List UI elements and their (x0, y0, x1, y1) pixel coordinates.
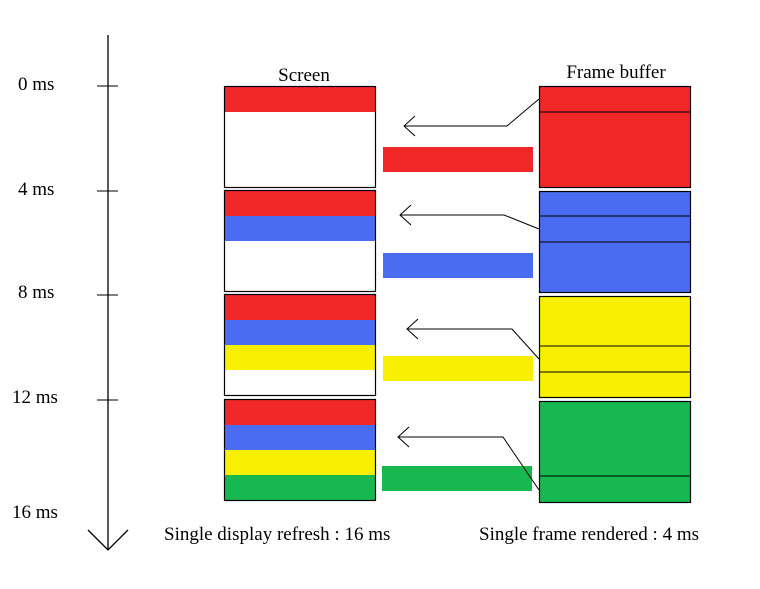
time-axis-arrow-icon (87, 529, 129, 551)
transfer-bar-yellow (383, 356, 533, 381)
arrow-head-icon (397, 426, 410, 448)
copy-arrow-2 (407, 328, 540, 360)
copy-arrow-0 (404, 98, 540, 127)
arrow-head-icon (399, 204, 412, 226)
screen-band-yellow (225, 450, 375, 475)
screen-band-yellow (225, 345, 375, 370)
time-label-12: 12 ms (12, 387, 58, 408)
screen-band-green (225, 475, 375, 500)
transfer-bar-blue (383, 253, 533, 278)
copy-arrow-3 (398, 436, 540, 491)
screen-band-red (225, 295, 375, 320)
screen-band-red (225, 87, 375, 112)
time-label-0: 0 ms (18, 74, 54, 95)
frame-rendered-caption: Single frame rendered : 4 ms (479, 524, 699, 545)
frame-buffer-red (538, 85, 692, 189)
time-axis: 0 ms 4 ms 8 ms 12 ms 16 ms (12, 35, 129, 551)
screen-band-blue (225, 425, 375, 450)
copy-arrow-1 (400, 214, 540, 230)
frame-buffer-green (538, 400, 692, 504)
frame-buffer-yellow (538, 295, 692, 399)
arrow-head-icon (406, 318, 419, 340)
screen-band-blue (225, 320, 375, 345)
screen-border-0 (223, 85, 377, 189)
time-label-16: 16 ms (12, 502, 58, 523)
frame-buffer-title: Frame buffer (566, 62, 666, 83)
time-label-4: 4 ms (18, 179, 54, 200)
steps (223, 85, 692, 504)
arrow-head-icon (403, 115, 416, 137)
display-refresh-caption: Single display refresh : 16 ms (164, 524, 390, 545)
transfer-bar-red (383, 147, 533, 172)
time-label-8: 8 ms (18, 282, 54, 303)
screen-band-red (225, 400, 375, 425)
screen-band-blue (225, 216, 375, 241)
screen-title: Screen (278, 65, 330, 86)
screen-border-3 (223, 398, 377, 502)
transfer-bar-green (382, 466, 532, 491)
screen-band-red (225, 191, 375, 216)
screen-border-1 (223, 189, 377, 293)
screen-border-2 (223, 293, 377, 397)
